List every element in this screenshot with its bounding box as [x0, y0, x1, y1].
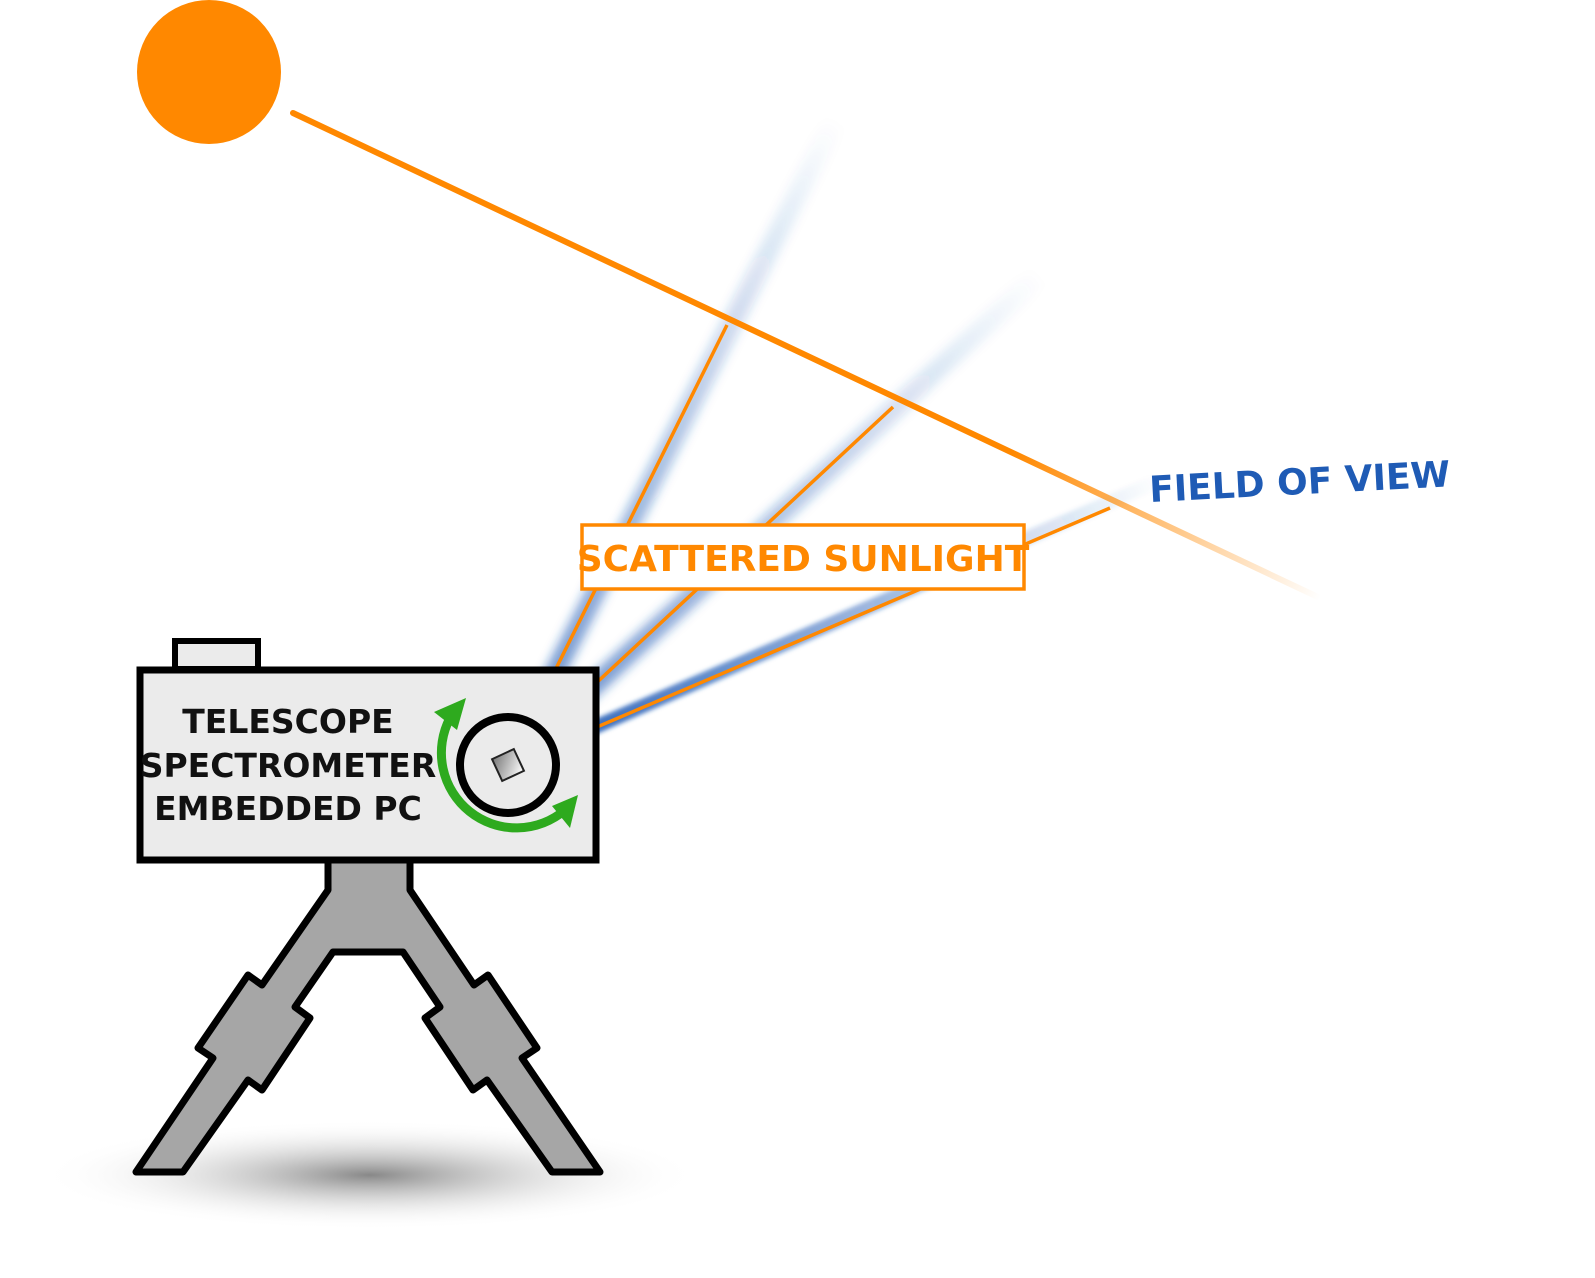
direct-sunlight-ray — [290, 110, 1323, 601]
device-label: TELESCOPE SPECTROMETER EMBEDDED PC — [140, 702, 437, 828]
scattered-sunlight-label: SCATTERED SUNLIGHT — [577, 523, 1030, 591]
scattered-sunlight-text: SCATTERED SUNLIGHT — [577, 539, 1030, 580]
device-label-line-2: SPECTROMETER — [140, 746, 437, 785]
tripod-icon — [132, 856, 604, 1176]
sensor-icon — [490, 747, 526, 783]
field-of-view-label: FIELD OF VIEW — [1148, 454, 1451, 511]
rotation-arrow-icon — [436, 713, 570, 833]
rotation-arrowhead-top — [434, 698, 466, 730]
field-of-view-beams — [499, 115, 1163, 773]
device-top-tab — [172, 638, 261, 672]
sun-icon — [137, 0, 281, 144]
device-label-line-1: TELESCOPE — [182, 702, 393, 741]
rotation-arrowhead-bottom — [552, 795, 578, 828]
device-label-line-3: EMBEDDED PC — [154, 789, 422, 828]
